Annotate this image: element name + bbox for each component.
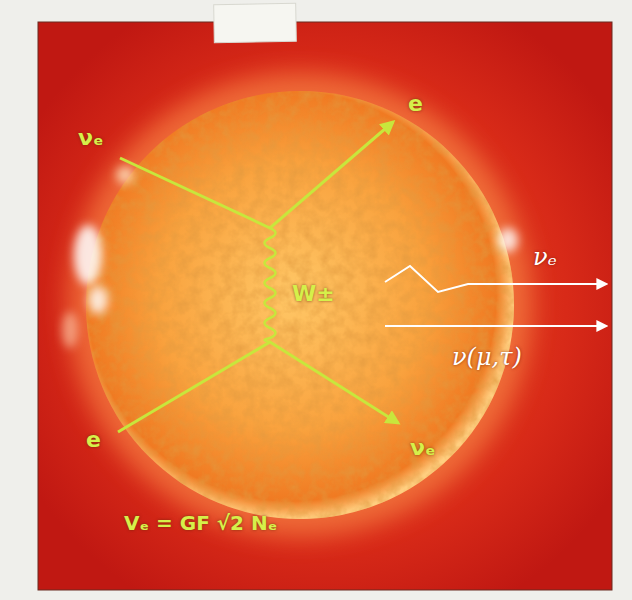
feynman-label: νₑ: [78, 126, 104, 150]
particle-flavor-label: νₑ: [533, 244, 557, 270]
feynman-label: W±: [292, 282, 335, 306]
feynman-label: Vₑ = GF √2 Nₑ: [124, 512, 277, 534]
oscillation-arrows: [385, 266, 606, 326]
feynman-lines: [118, 122, 398, 432]
feynman-label: νₑ: [410, 436, 436, 460]
particle-flavor-label: ν(μ,τ): [452, 344, 522, 370]
feynman-label: e: [408, 92, 423, 116]
feynman-label: e: [86, 428, 101, 452]
